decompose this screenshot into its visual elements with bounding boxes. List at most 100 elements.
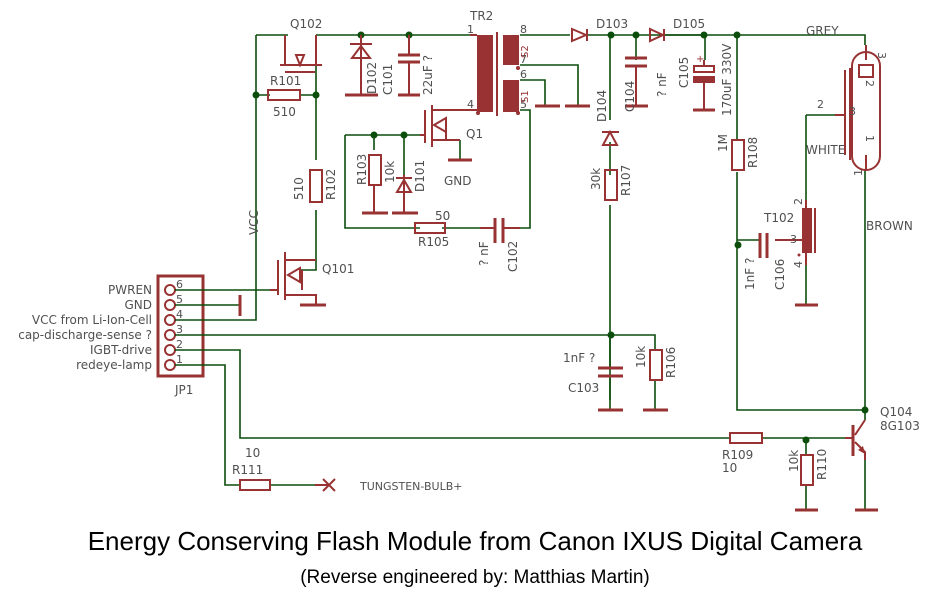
d102-diode: D102 — [345, 35, 379, 97]
q104-value: 8G103 — [880, 419, 920, 433]
c105-capacitor: + C105 170uF 330V — [677, 43, 734, 116]
gnd-label: GND — [444, 174, 472, 188]
r111-resistor: 10 R111 — [232, 446, 271, 491]
d105-diode: D105 — [649, 17, 705, 43]
r106-value: 10k — [634, 346, 648, 368]
tr2-pin-7: 7 — [520, 53, 527, 66]
t102-trigger-transformer: T102 2 3 4 — [763, 198, 818, 307]
c106-label: C106 — [773, 259, 787, 290]
c102-label: C102 — [506, 241, 520, 272]
d104-diode: D104 — [595, 90, 619, 146]
r110-value: 10k — [787, 450, 801, 472]
page-title: Energy Conserving Flash Module from Cano… — [88, 526, 863, 556]
jp1-pin-3 — [164, 329, 176, 341]
tr2-pin-1: 1 — [467, 23, 474, 36]
d102-label: D102 — [365, 62, 379, 94]
jp1-pin-4 — [164, 314, 176, 326]
t102-pin-4: 4 — [792, 261, 805, 268]
trigger-pin-3: 3 — [849, 105, 856, 118]
c105-polarity: + — [696, 54, 704, 65]
r105-resistor: 50 R105 — [414, 209, 450, 249]
tr2-transformer: TR2 1 4 5 6 7 8 PRI S2 S1 — [467, 9, 531, 116]
r109-value: 10 — [722, 461, 737, 475]
tr2-pri-label: PRI — [484, 64, 495, 80]
r103-resistor: R103 10k — [355, 154, 397, 215]
jp1-pin-number: 1 — [176, 353, 183, 366]
c103-label: C103 — [568, 381, 599, 395]
tr2-pin-4: 4 — [467, 98, 474, 111]
r101-label: R101 — [270, 74, 301, 88]
c103-capacitor: 1nF ? C103 — [563, 351, 623, 412]
d105-label: D105 — [673, 17, 705, 31]
jp1-pin-number: 3 — [176, 323, 183, 336]
r110-resistor: 10k R110 — [787, 449, 829, 512]
c103-value: 1nF ? — [563, 351, 595, 365]
r110-label: R110 — [815, 449, 829, 480]
flash-pin-1: 1 — [863, 135, 876, 142]
c101-label: C101 — [381, 64, 395, 95]
r111-value: 10 — [245, 446, 260, 460]
c104-capacitor: C104 ? nF — [623, 56, 669, 112]
d103-diode: D103 — [571, 17, 628, 43]
r108-value: 1M — [716, 134, 730, 152]
d101-label: D101 — [413, 160, 427, 192]
c102-capacitor: ? nF C102 — [477, 218, 520, 272]
jp1-pin-1 — [164, 359, 176, 371]
d101-diode: D101 — [392, 160, 427, 215]
r111-label: R111 — [232, 463, 263, 477]
t102-label: T102 — [763, 211, 794, 225]
flash-pin-3-top: 3 — [875, 52, 888, 59]
flash-tube: 3 2 1 1 2 3 — [817, 45, 888, 176]
r107-label: R107 — [619, 165, 633, 196]
q102-mosfet: Q102 — [280, 17, 322, 73]
brown-wire-label: BROWN — [866, 219, 913, 233]
c101-value: 22uF ? — [421, 55, 435, 95]
d104-label: D104 — [595, 90, 609, 122]
jp1-pin-label: PWREN — [108, 283, 152, 297]
vcc-net-label: VCC — [247, 210, 261, 235]
c105-label: C105 — [677, 57, 691, 88]
r109-resistor: R109 10 — [722, 432, 763, 475]
flash-pin-2: 2 — [863, 80, 876, 87]
r108-label: R108 — [746, 137, 760, 168]
jp1-pin-label: VCC from Li-Ion-Cell — [32, 313, 152, 327]
junctions — [252, 31, 869, 444]
c105-value: 170uF 330V — [720, 43, 734, 116]
c104-value: ? nF — [655, 72, 669, 97]
q104-igbt: Q104 8G103 — [845, 405, 920, 512]
q1-label: Q1 — [466, 127, 483, 141]
r109-label: R109 — [722, 448, 753, 462]
r107-value: 30k — [589, 168, 603, 190]
white-wire-label: WHITE — [806, 143, 845, 157]
r102-resistor: 510 R102 — [292, 169, 338, 203]
t102-pin-3: 3 — [790, 233, 797, 246]
r102-label: R102 — [324, 169, 338, 200]
d103-label: D103 — [596, 17, 628, 31]
q102-label: Q102 — [290, 17, 322, 31]
r103-label: R103 — [355, 154, 369, 185]
tungsten-bulb-terminal: TUNGSTEN-BULB+ — [315, 478, 462, 493]
jp1-pin-6 — [164, 284, 176, 296]
t102-pin-2: 2 — [792, 198, 805, 205]
jp1-pin-number: 2 — [176, 338, 183, 351]
jp1-pin-number: 4 — [176, 308, 183, 321]
jp1-pin-label: GND — [124, 298, 152, 312]
r101-resistor: R101 510 — [267, 74, 301, 119]
wires — [205, 34, 866, 510]
r106-resistor: 10k R106 — [634, 346, 678, 412]
r106-label: R106 — [664, 347, 678, 378]
r103-value: 10k — [383, 161, 397, 183]
r107-resistor: 30k R107 — [589, 165, 633, 201]
jp1-pin-2 — [164, 344, 176, 356]
jp1-pin-5 — [164, 299, 176, 311]
r108-resistor: 1M R108 — [716, 134, 760, 171]
jp1-pin-number: 5 — [176, 293, 183, 306]
c104-label: C104 — [623, 81, 637, 112]
jp1-label: JP1 — [174, 383, 193, 397]
c101-capacitor: C101 22uF ? — [381, 35, 435, 97]
jp1-pin-label: redeye-lamp — [76, 358, 152, 372]
q101-label: Q101 — [322, 262, 354, 276]
q104-label: Q104 — [880, 405, 912, 419]
q101-mosfet: Q101 — [270, 252, 354, 307]
